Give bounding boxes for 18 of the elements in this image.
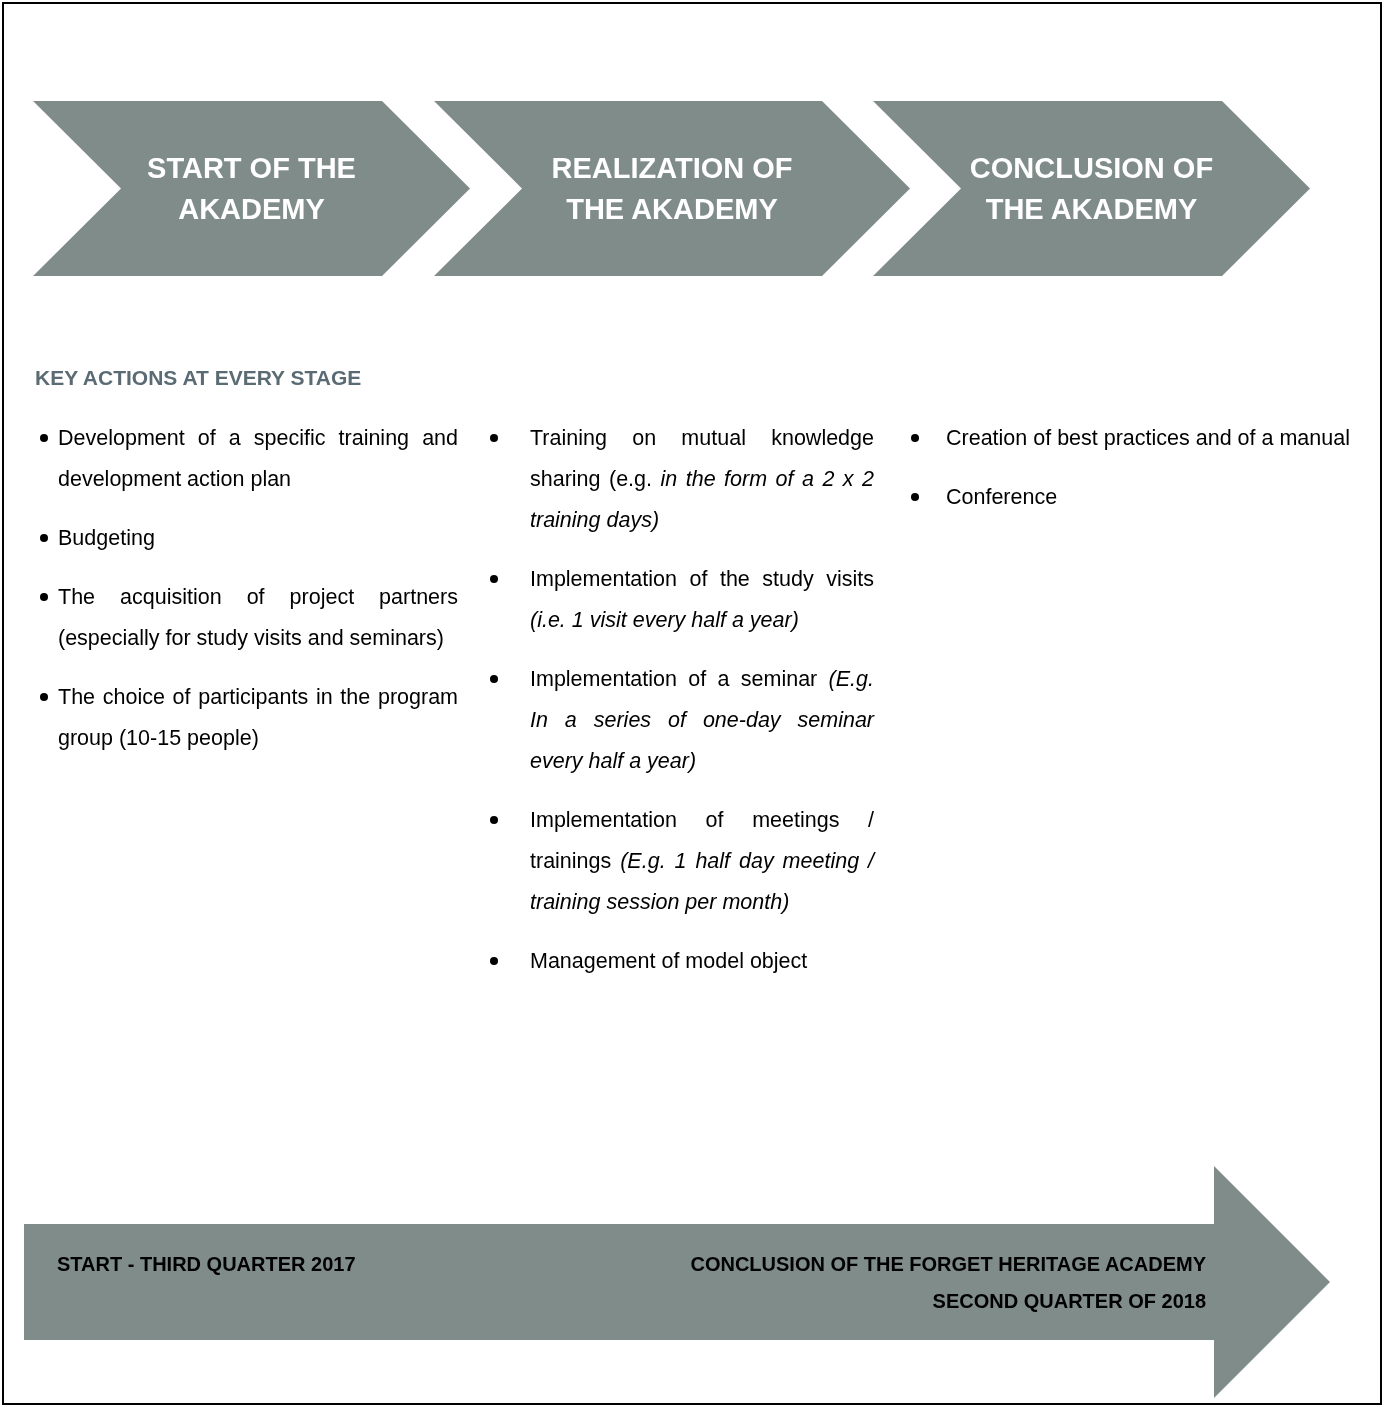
bullet-text: The choice of participants in the program group (10-15 people) bbox=[58, 684, 458, 752]
bullet-text: Conference bbox=[946, 484, 1059, 511]
end-date-text: SECOND QUARTER OF 2018 bbox=[932, 1289, 1206, 1314]
section-heading: KEY ACTIONS AT EVERY STAGE bbox=[35, 366, 362, 390]
bullet-text: Creation of best practices and of a manual bbox=[946, 425, 1351, 452]
stage-title: REALIZATION OF THE AKADEMY bbox=[550, 150, 794, 227]
bullet-text: Development of a specific training and development action plan bbox=[58, 425, 458, 493]
start-date-text: START - THIRD QUARTER 2017 bbox=[57, 1252, 356, 1277]
bullet-text: Management of model object bbox=[530, 948, 809, 975]
bullet-text: Training on mutual knowledge sharing (e.g. in the form of a 2 x 2 training days) bbox=[530, 425, 874, 534]
bullet-text: Implementation of the study visits (i.e. 1 visit every half a year) bbox=[530, 566, 874, 634]
bullet-text: Implementation of a seminar (E.g. In a series of one-day seminar every half a year) bbox=[530, 666, 874, 775]
bullet-text: Budgeting bbox=[58, 525, 156, 552]
stage-title: CONCLUSION OF THE AKADEMY bbox=[968, 150, 1215, 227]
end-date-text: CONCLUSION OF THE FORGET HERITAGE ACADEMY bbox=[690, 1252, 1206, 1277]
bullet-text: Implementation of meetings / trainings (E.g. 1 half day meeting / training session per month) bbox=[530, 807, 874, 916]
bullet-text: The acquisition of project partners (especially for study visits and seminars) bbox=[58, 584, 458, 652]
stage-title: START OF THE AKADEMY bbox=[146, 150, 357, 227]
